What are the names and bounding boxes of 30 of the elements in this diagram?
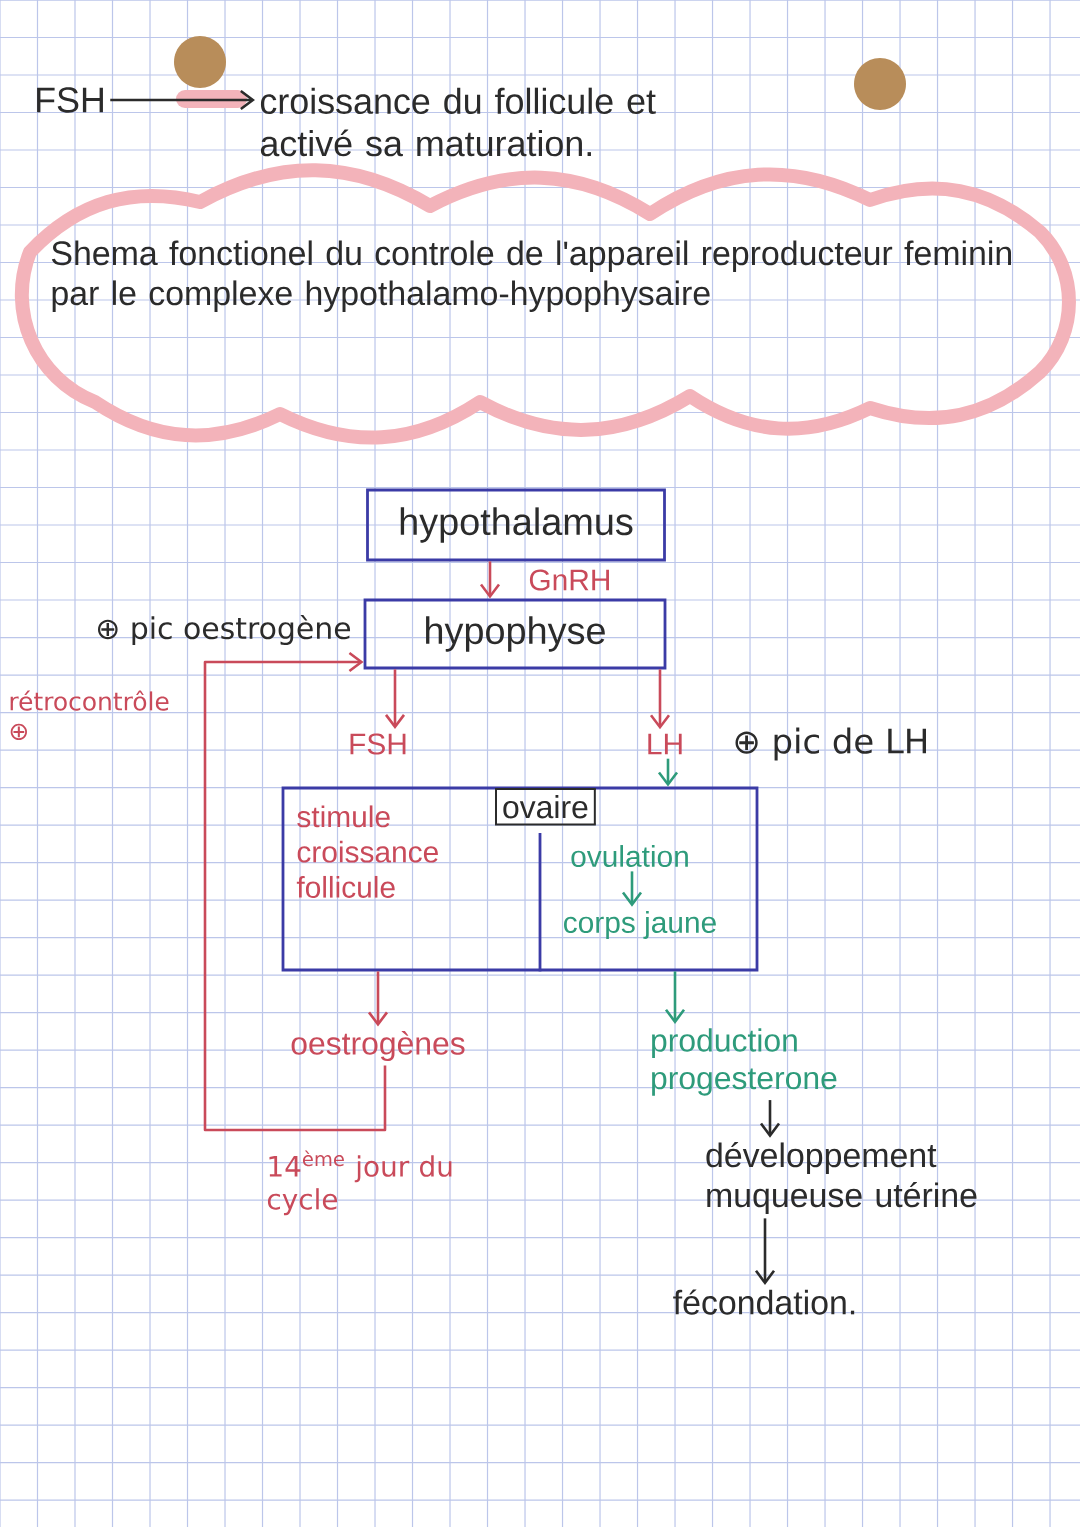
text-label: développement muqueuse utérine — [706, 1142, 977, 1214]
text-label: fécondation. — [673, 1289, 855, 1315]
arrow — [649, 669, 671, 730]
arrow — [621, 871, 643, 907]
arrow — [759, 1100, 781, 1138]
annotation: ⊕ pic oestrogène — [98, 614, 351, 646]
arrow — [479, 561, 501, 599]
arrow — [367, 971, 389, 1027]
annotation: 14$^{ème}$ jour du cycle — [267, 1150, 452, 1216]
text-label: corps jaune — [564, 911, 716, 939]
arrow — [664, 971, 686, 1024]
annotation: ⊕ pic de LH — [735, 727, 926, 761]
hormone-label: FSH — [37, 87, 103, 113]
process-box: hypothalamus — [366, 488, 666, 562]
note-text: croissance du follicule et activé sa maturation. — [260, 87, 656, 157]
arrow — [384, 669, 406, 730]
text-label: oestrogènes — [291, 1030, 465, 1062]
text-label: production progesterone — [652, 1028, 837, 1096]
text-label: ovulation — [571, 845, 688, 867]
arrow — [110, 89, 255, 111]
arrow — [754, 1218, 776, 1285]
annotation: rétrocontrôle ⊕ — [10, 690, 169, 741]
text-label: stimule croissance follicule — [296, 805, 438, 898]
process-box: hypophyse — [363, 598, 667, 670]
arrow — [657, 758, 679, 787]
hormone-label: FSH — [350, 733, 406, 755]
hormone-label: LH — [648, 733, 682, 755]
title: Shema fonctionel du controle de l'appareil reproducteur feminin par le complexe hypothalamo-hypophysaire — [51, 240, 1011, 312]
edge-label: GnRH — [529, 569, 609, 591]
feedback-arrow — [203, 651, 387, 1132]
